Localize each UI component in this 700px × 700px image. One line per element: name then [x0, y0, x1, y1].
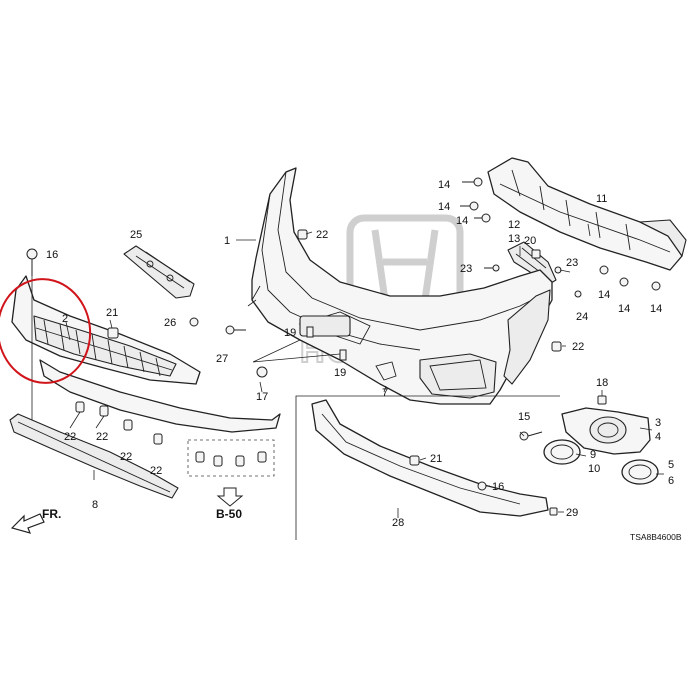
label-18: 18 [596, 377, 608, 389]
bolt-16b [477, 481, 487, 491]
label-24: 24 [576, 311, 588, 323]
part-bumper-face [247, 167, 553, 405]
label-4: 4 [655, 431, 661, 443]
label-28: 28 [392, 517, 404, 529]
arrow-icon [10, 513, 45, 534]
clip-22-box-2 [213, 455, 223, 467]
bolt-16a [26, 248, 38, 276]
label-27: 27 [216, 353, 228, 365]
label-22d: 22 [150, 465, 162, 477]
screw-26 [189, 317, 199, 327]
highlight-circle [0, 278, 92, 384]
label-15: 15 [518, 411, 530, 423]
bolt-14c [474, 213, 491, 223]
diagram-code: TSA8B4600B [630, 532, 682, 542]
label-14c: 14 [456, 215, 468, 227]
clip-20 [531, 249, 541, 259]
clip-22-box-1 [195, 451, 205, 463]
label-10: 10 [588, 463, 600, 475]
screw-24 [574, 290, 582, 298]
reference-box [187, 439, 275, 507]
fasteners [26, 177, 661, 516]
label-23b: 23 [566, 257, 578, 269]
part-lower-garnish [9, 413, 179, 499]
label-16b: 16 [492, 481, 504, 493]
bolt-14b [460, 201, 479, 211]
label-12: 12 [508, 219, 520, 231]
label-20: 20 [524, 235, 536, 247]
label-21b: 21 [430, 453, 442, 465]
label-14f: 14 [650, 303, 662, 315]
clip-22d [153, 433, 163, 445]
label-19a: 19 [284, 327, 296, 339]
label-16a: 16 [46, 249, 58, 261]
clip-17 [256, 366, 268, 378]
clip-21a [107, 327, 119, 339]
label-22a: 22 [64, 431, 76, 443]
clip-18 [597, 395, 607, 405]
label-22b: 22 [96, 431, 108, 443]
screw-15 [519, 431, 543, 441]
label-22f: 22 [572, 341, 584, 353]
label-25: 25 [130, 229, 142, 241]
reference-label: B-50 [216, 507, 242, 521]
clip-19b [339, 349, 347, 361]
part-bracket-25 [123, 245, 195, 299]
clip-22-box-3 [235, 455, 245, 467]
clip-29 [549, 507, 558, 516]
label-14b: 14 [438, 201, 450, 213]
clip-22b [99, 405, 109, 417]
front-direction-indicator: FR. [10, 507, 61, 534]
label-13: 13 [508, 233, 520, 245]
label-26: 26 [164, 317, 176, 329]
label-8: 8 [92, 499, 98, 511]
part-skid-plate [311, 399, 549, 517]
label-17: 17 [256, 391, 268, 403]
part-number-labels: 1 2 3 4 5 6 7 8 9 10 11 12 13 14 14 14 1… [46, 179, 674, 529]
label-6: 6 [668, 475, 674, 487]
label-3: 3 [655, 417, 661, 429]
bolt-14d [599, 265, 609, 275]
label-23a: 23 [460, 263, 472, 275]
label-22e: 22 [316, 229, 328, 241]
bolt-14a [462, 177, 483, 187]
label-21a: 21 [106, 307, 118, 319]
bolt-14f [651, 281, 661, 291]
label-9: 9 [590, 449, 596, 461]
clip-22e [297, 229, 308, 240]
screw-23a [484, 264, 500, 272]
part-lower-skirt [39, 359, 281, 433]
clip-22a [75, 401, 85, 413]
label-29: 29 [566, 507, 578, 519]
label-1: 1 [224, 235, 230, 247]
label-14a: 14 [438, 179, 450, 191]
direction-label: FR. [42, 507, 61, 521]
screw-27 [225, 325, 246, 335]
clip-22c [123, 419, 133, 431]
label-22c: 22 [120, 451, 132, 463]
leader-lines [31, 223, 664, 518]
clip-22-box-4 [257, 451, 267, 463]
label-14d: 14 [598, 289, 610, 301]
clip-19a [306, 326, 314, 338]
ring-5-6 [621, 459, 659, 485]
label-7: 7 [382, 387, 388, 399]
bolt-14e [619, 277, 629, 287]
part-fog-rings [543, 439, 659, 485]
ref-arrow-icon [216, 487, 244, 507]
clip-21b [409, 455, 420, 466]
label-19b: 19 [334, 367, 346, 379]
ring-9-10 [543, 439, 581, 465]
part-fog-bezel [561, 407, 651, 455]
label-2: 2 [62, 313, 68, 325]
label-14e: 14 [618, 303, 630, 315]
lower-box-outline [295, 395, 560, 540]
clip-22f [551, 341, 562, 352]
part-upper-beam [487, 157, 687, 271]
label-5: 5 [668, 459, 674, 471]
label-11: 11 [596, 193, 607, 205]
